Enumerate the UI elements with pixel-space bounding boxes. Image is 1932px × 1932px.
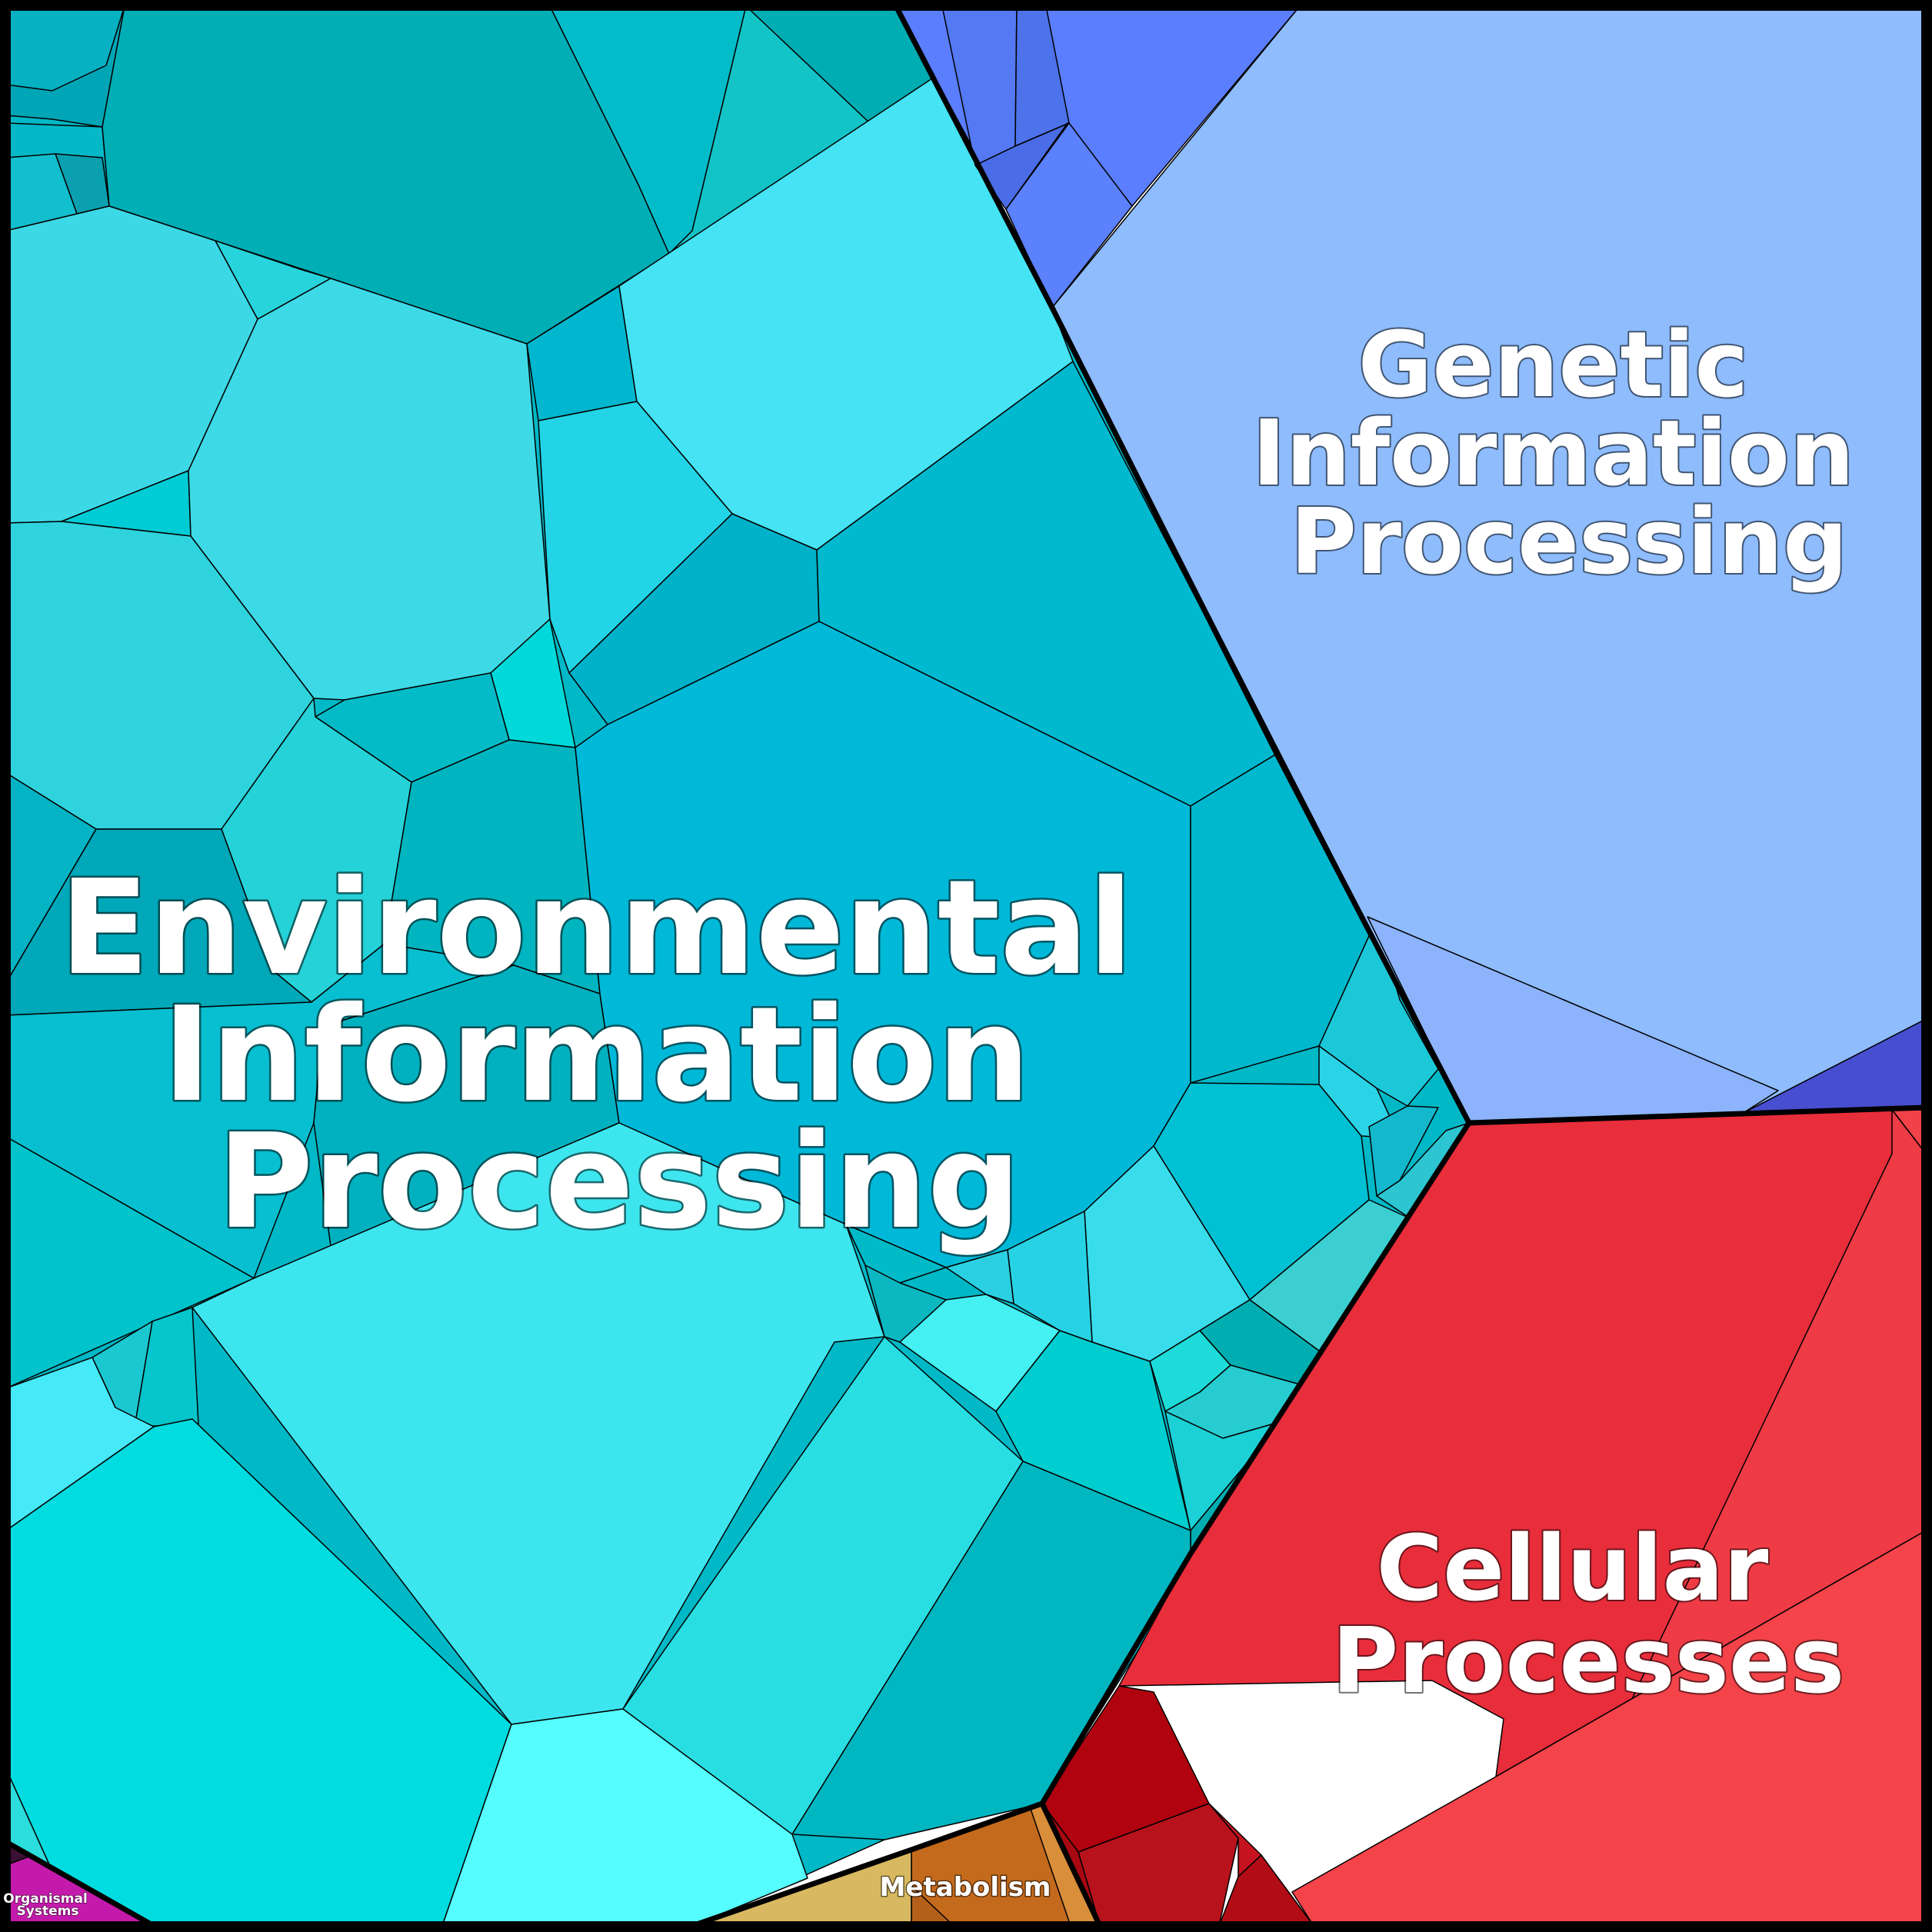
region-environmental-information-processing <box>5 5 1470 1927</box>
region-cellular-processes <box>1041 1109 1927 1927</box>
labels: Environmental Information Processing Gen… <box>3 310 1886 1920</box>
border-environmental-genetic <box>893 5 1472 1124</box>
label-genetic-information-processing: Genetic Information Processing <box>1252 311 1886 595</box>
cell <box>192 1122 885 1725</box>
label-line: Environmental <box>60 852 1134 1004</box>
border-genetic-cellular <box>1468 1104 1927 1126</box>
label-organismal-systems: Organismal Systems <box>3 1891 92 1919</box>
label-metabolism: Metabolism <box>880 1872 1051 1903</box>
border-environmental-organismal <box>5 1839 155 1929</box>
label-line: Metabolism <box>880 1872 1051 1903</box>
label-line: Systems <box>17 1904 79 1919</box>
label-line: Information <box>162 979 1030 1131</box>
label-line: Processes <box>1332 1607 1844 1714</box>
border-environmental-metabolism <box>691 1800 1103 1929</box>
border-environmental-cellular <box>1039 1121 1471 1805</box>
label-environmental-information-processing: Environmental Information Processing <box>60 852 1179 1258</box>
cell <box>974 122 1070 210</box>
label-line: Processing <box>218 1106 1021 1258</box>
label-cellular-processes: Cellular Processes <box>1332 1515 1844 1714</box>
label-line: Genetic <box>1358 311 1749 418</box>
cell <box>1368 1105 1439 1197</box>
label-line: Organismal <box>3 1891 88 1907</box>
label-line: Information <box>1252 400 1854 506</box>
cell <box>945 1249 1014 1304</box>
region-genetic-information-processing <box>895 5 1927 1124</box>
label-line: Processing <box>1290 488 1847 595</box>
label-line: Cellular <box>1377 1515 1769 1621</box>
cell <box>899 1294 1061 1412</box>
